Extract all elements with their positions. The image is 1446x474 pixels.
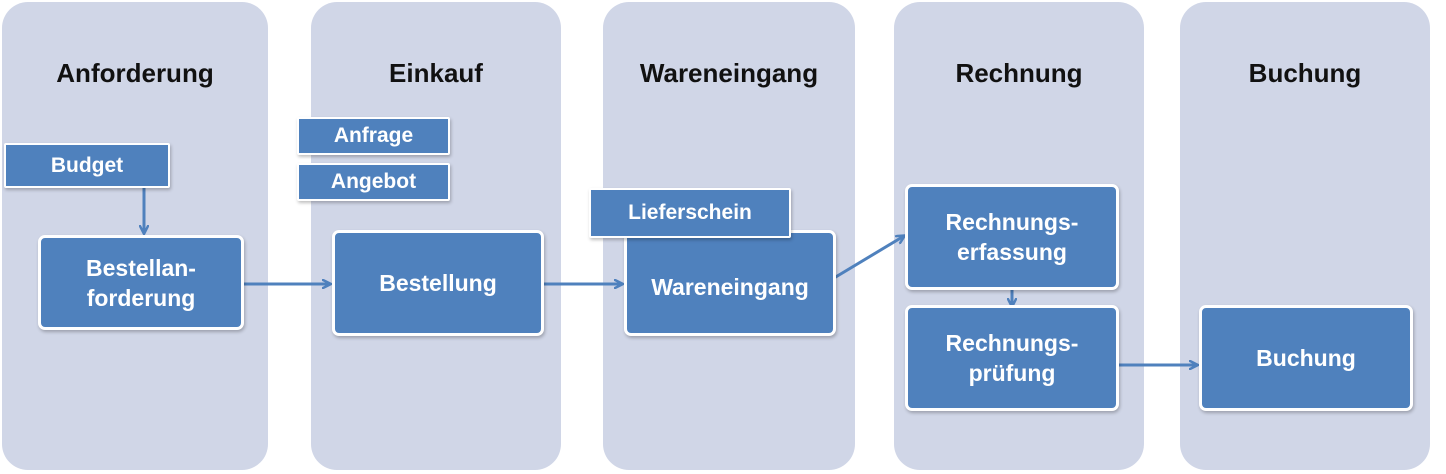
lane-title-buchung: Buchung: [1248, 58, 1362, 88]
box-buchung: Buchung: [1199, 305, 1413, 411]
box-rechnungserfassung: Rechnungs- erfassung: [905, 184, 1119, 290]
tag-lieferschein: Lieferschein: [589, 188, 791, 238]
box-bestellung: Bestellung: [332, 230, 544, 336]
box-rechnungspruefung: Rechnungs- prüfung: [905, 305, 1119, 411]
box-bestellanforderung: Bestellan- forderung: [38, 235, 244, 330]
tag-anfrage: Anfrage: [297, 117, 450, 155]
tag-budget: Budget: [4, 143, 170, 188]
lane-title-einkauf: Einkauf: [389, 58, 483, 88]
box-wareneingang: Wareneingang: [624, 230, 836, 336]
lane-title-anforderung: Anforderung: [56, 58, 214, 88]
tag-angebot: Angebot: [297, 163, 450, 201]
lane-title-wareneingang: Wareneingang: [639, 58, 819, 88]
lane-title-rechnung: Rechnung: [955, 58, 1083, 88]
